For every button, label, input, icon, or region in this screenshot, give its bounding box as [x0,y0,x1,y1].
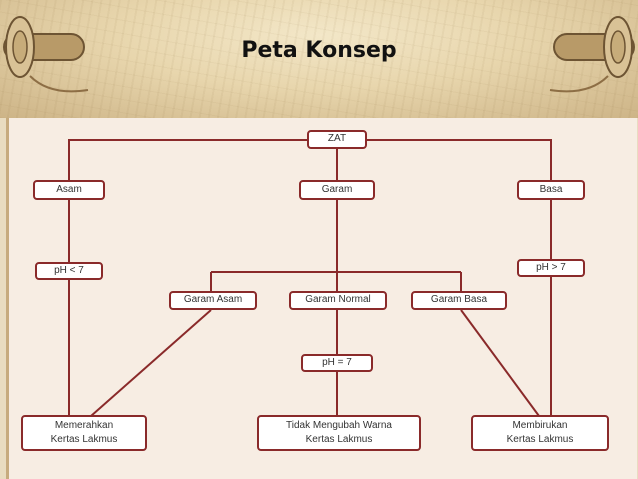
node-zat: ZAT [307,130,367,149]
node-memerahkan: Memerahkan Kertas Lakmus [21,415,147,451]
node-ph-asam: pH < 7 [35,262,103,280]
node-asam: Asam [33,180,105,200]
node-garam: Garam [299,180,375,200]
scroll-roll-left-icon [3,16,89,93]
connector-zat-asam [68,139,307,181]
connector-garamasam-merah [90,309,212,417]
scroll-header: Peta Konsep [0,0,638,118]
scroll-roll-right-icon [549,16,635,93]
node-garam-basa: Garam Basa [411,291,507,310]
node-ph-netral: pH = 7 [301,354,373,372]
connector-zat-basa [367,139,552,181]
concept-map: ZAT Asam Garam Basa pH < 7 pH > 7 Garam … [6,118,637,479]
connector-lines [68,139,552,417]
node-garam-normal: Garam Normal [289,291,387,310]
node-basa: Basa [517,180,585,200]
node-ph-basa: pH > 7 [517,259,585,277]
connector-garambasa-biru [460,309,540,417]
node-tidak-mengubah: Tidak Mengubah Warna Kertas Lakmus [257,415,421,451]
node-membirukan: Membirukan Kertas Lakmus [471,415,609,451]
node-garam-asam: Garam Asam [169,291,257,310]
page-title: Peta Konsep [241,38,397,63]
